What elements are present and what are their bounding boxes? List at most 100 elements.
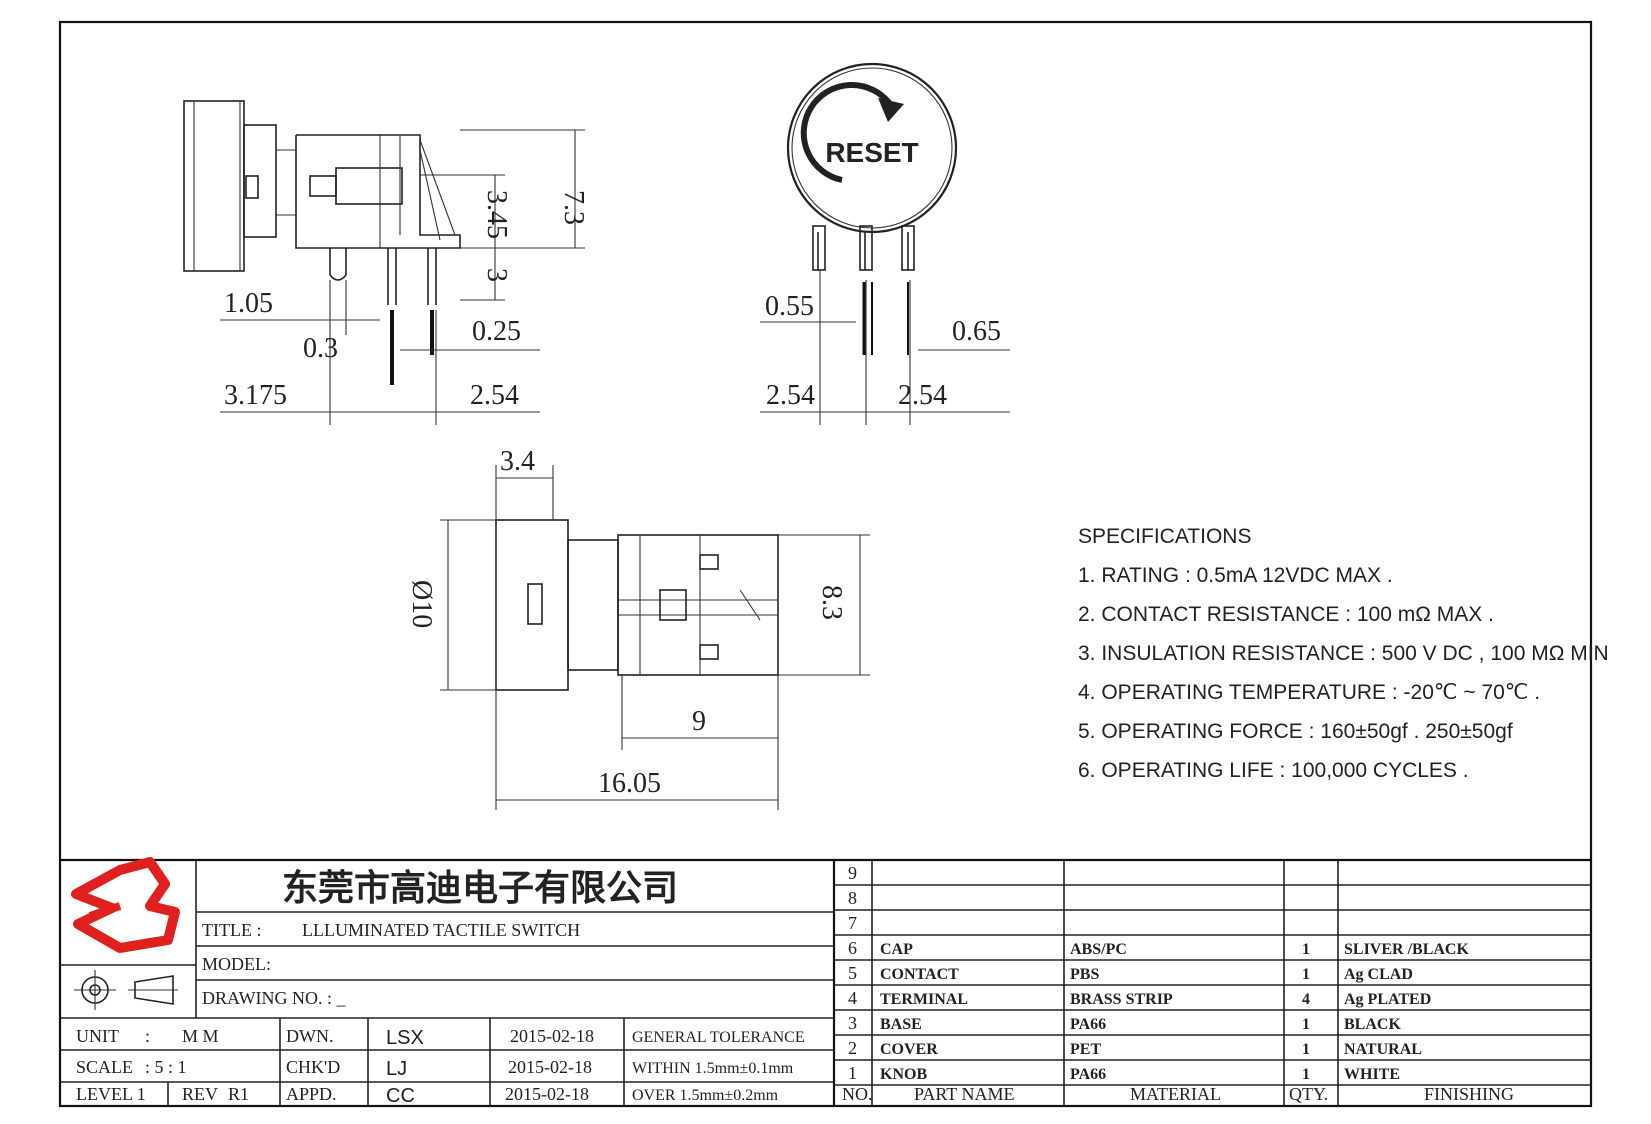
bom-cell-no: 2 — [848, 1038, 857, 1058]
reset-arrow-icon — [800, 82, 893, 183]
bom-cell-part: COVER — [880, 1041, 938, 1058]
bom-cell-material: BRASS STRIP — [1070, 991, 1173, 1008]
bom-cell-no: 6 — [848, 938, 857, 958]
dim-3-175: 3.175 — [224, 380, 287, 411]
role-chkd: CHK'D — [286, 1057, 340, 1077]
bom-header-material: MATERIAL — [1130, 1084, 1221, 1104]
tol-over: OVER 1.5mm±0.2mm — [632, 1087, 779, 1104]
unit-value: M M — [182, 1026, 219, 1046]
bom-cell-material: PA66 — [1070, 1016, 1106, 1033]
spec-item: 1. RATING : 0.5mA 12VDC MAX . — [1078, 564, 1393, 587]
side-view: 7.3 3.45 3 1.05 0.3 0.25 3.175 2.54 — [183, 100, 589, 425]
rev-value: R1 — [228, 1084, 249, 1104]
bom-cell-finishing: NATURAL — [1344, 1041, 1422, 1058]
bom-cell-part: CONTACT — [880, 966, 959, 983]
top-view: 3.4 Ø10 8.3 9 16.05 — [406, 446, 870, 810]
dim-0-3: 0.3 — [303, 333, 338, 364]
bom-cell-finishing: Ag PLATED — [1344, 991, 1431, 1008]
dim-3-4: 3.4 — [500, 446, 535, 477]
bom-cell-qty: 1 — [1302, 941, 1310, 958]
bom-cell-material: PET — [1070, 1041, 1101, 1058]
sheet-border — [58, 20, 1593, 1108]
tol-within: WITHIN 1.5mm±0.1mm — [632, 1060, 794, 1077]
bom-cell-part: BASE — [880, 1016, 922, 1033]
title-block: 东莞市高迪电子有限公司 TITLE : LLLUMINATED TACTILE … — [60, 857, 1591, 1107]
bom-cell-part: KNOB — [880, 1066, 927, 1083]
bom-cell-no: 9 — [848, 863, 857, 883]
drawing-no-label: DRAWING NO. : _ — [202, 988, 347, 1008]
bom-cell-no: 8 — [848, 888, 857, 908]
dim-1-05: 1.05 — [224, 288, 273, 319]
scale-label: SCALE — [76, 1057, 133, 1077]
bom-cell-finishing: SLIVER /BLACK — [1344, 941, 1469, 958]
bom-cell-finishing: Ag CLAD — [1344, 966, 1413, 983]
dim-9: 9 — [692, 706, 706, 737]
name-dwn: LSX — [386, 1027, 424, 1049]
dim-0-55: 0.55 — [765, 291, 814, 322]
front-view: RESET 0.55 0.65 2.54 2.54 — [760, 62, 1010, 425]
projection-symbol-icon — [74, 970, 178, 1010]
bom-header-part: PART NAME — [914, 1084, 1014, 1104]
name-chkd: LJ — [386, 1058, 407, 1080]
bom-cell-no: 1 — [848, 1063, 857, 1083]
bom-cell-qty: 1 — [1302, 1041, 1310, 1058]
date-chkd: 2015-02-18 — [508, 1057, 592, 1077]
dim-7-3: 7.3 — [558, 190, 589, 225]
scale-value: : 5 : 1 — [145, 1057, 187, 1077]
bom-cell-no: 3 — [848, 1013, 857, 1033]
bom-cell-qty: 4 — [1302, 991, 1310, 1008]
unit-sep: : — [145, 1026, 150, 1046]
bom-cell-no: 5 — [848, 963, 857, 983]
front-cap-label: RESET — [825, 137, 918, 168]
model-label: MODEL: — [202, 954, 271, 974]
dim-0-25: 0.25 — [472, 316, 521, 347]
title-value: LLLUMINATED TACTILE SWITCH — [302, 920, 580, 940]
title-label: TITLE : — [202, 920, 261, 940]
spec-item: 6. OPERATING LIFE : 100,000 CYCLES . — [1078, 759, 1469, 782]
bom-cell-no: 7 — [848, 913, 857, 933]
company-name: 东莞市高迪电子有限公司 — [282, 868, 678, 909]
bom-cell-no: 4 — [848, 988, 857, 1008]
spec-item: 3. INSULATION RESISTANCE : 500 V DC , 10… — [1078, 642, 1609, 665]
specifications: SPECIFICATIONS 1. RATING : 0.5mA 12VDC M… — [1078, 525, 1609, 782]
date-dwn: 2015-02-18 — [510, 1026, 594, 1046]
dim-2-54-right: 2.54 — [898, 380, 947, 411]
bom-header-qty: QTY. — [1289, 1084, 1328, 1104]
bom-cell-qty: 1 — [1302, 966, 1310, 983]
name-appd: CC — [386, 1085, 415, 1107]
side-cap — [183, 100, 245, 272]
dim-2-54-side: 2.54 — [470, 380, 519, 411]
rev-label: REV — [182, 1084, 218, 1104]
bom-cell-material: ABS/PC — [1070, 941, 1127, 958]
spec-item: 4. OPERATING TEMPERATURE : -20℃ ~ 70℃ . — [1078, 681, 1540, 704]
dim-3-45: 3.45 — [481, 190, 512, 239]
dim-diameter-10: Ø10 — [406, 580, 437, 628]
tol-general: GENERAL TOLERANCE — [632, 1029, 805, 1046]
spec-item: 2. CONTACT RESISTANCE : 100 mΩ MAX . — [1078, 603, 1494, 626]
bom-cell-part: CAP — [880, 941, 913, 958]
dim-2-54-left: 2.54 — [766, 380, 815, 411]
top-cap — [495, 519, 569, 691]
bom-cell-finishing: WHITE — [1344, 1066, 1400, 1083]
dim-16-05: 16.05 — [598, 768, 661, 799]
bom-cell-material: PA66 — [1070, 1066, 1106, 1083]
role-appd: APPD. — [286, 1084, 337, 1104]
bom-cell-part: TERMINAL — [880, 991, 968, 1008]
bom-cell-material: PBS — [1070, 966, 1099, 983]
bom-cell-qty: 1 — [1302, 1066, 1310, 1083]
side-led — [245, 175, 259, 199]
level-label: LEVEL 1 — [76, 1084, 146, 1104]
spec-item: 5. OPERATING FORCE : 160±50gf . 250±50gf — [1078, 720, 1513, 743]
dim-3: 3 — [481, 268, 512, 282]
bom-header-finishing: FINISHING — [1424, 1084, 1514, 1104]
date-appd: 2015-02-18 — [505, 1084, 589, 1104]
dim-8-3: 8.3 — [816, 585, 847, 620]
bom-cell-finishing: BLACK — [1344, 1016, 1401, 1033]
bom-cell-qty: 1 — [1302, 1016, 1310, 1033]
company-logo — [71, 857, 180, 953]
unit-label: UNIT — [76, 1026, 119, 1046]
dim-0-65: 0.65 — [952, 316, 1001, 347]
role-dwn: DWN. — [286, 1026, 334, 1046]
